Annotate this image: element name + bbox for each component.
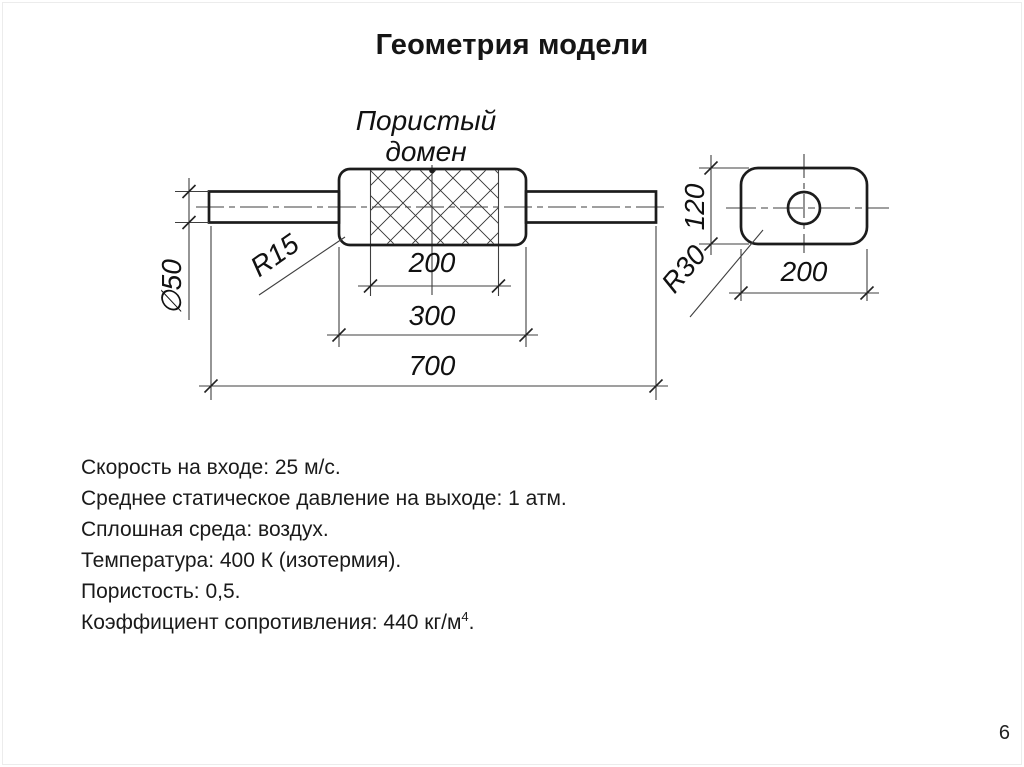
dim-label-section-width: 200 bbox=[780, 256, 828, 287]
param-outlet-pressure: Среднее статическое давление на выходе: … bbox=[81, 487, 567, 510]
dim-body-fillet: R15 bbox=[245, 228, 346, 296]
dim-label-pipe-diameter: ∅50 bbox=[156, 259, 187, 315]
param-inlet-velocity: Скорость на входе: 25 м/с. bbox=[81, 456, 341, 479]
porous-domain-label-line2: домен bbox=[385, 136, 466, 167]
param-porosity: Пористость: 0,5. bbox=[81, 580, 241, 603]
dim-porous-length: 200 bbox=[358, 247, 511, 294]
dim-body-length: 300 bbox=[327, 247, 538, 347]
dim-label-section-height: 120 bbox=[679, 183, 710, 230]
porous-domain-hatch bbox=[370, 170, 499, 244]
section-hole bbox=[786, 190, 822, 226]
slide-title: Геометрия модели bbox=[375, 29, 649, 61]
dim-section-fillet: R30 bbox=[655, 229, 764, 318]
section-outline bbox=[739, 166, 869, 246]
dim-label-body-length: 300 bbox=[409, 300, 456, 331]
dim-label-porous-length: 200 bbox=[408, 247, 456, 278]
superscript-exponent: 4 bbox=[461, 609, 469, 624]
body-outline bbox=[337, 167, 528, 247]
dim-section-width: 200 bbox=[729, 249, 879, 301]
param-resistance-coefficient: Коэффициент сопротивления: 440 кг/м4. bbox=[81, 609, 475, 634]
dim-label-body-fillet: R15 bbox=[245, 228, 305, 283]
param-fluid: Сплошная среда: воздух. bbox=[81, 518, 329, 541]
dim-section-height: 120 bbox=[679, 155, 749, 255]
dim-label-total-length: 700 bbox=[409, 350, 456, 381]
parameters-block: Скорость на входе: 25 м/с. Среднее стати… bbox=[81, 452, 567, 638]
dim-label-section-fillet: R30 bbox=[655, 239, 712, 299]
param-temperature: Температура: 400 К (изотермия). bbox=[81, 549, 402, 572]
geometry-drawing: ∅50 R15 200 300 bbox=[156, 105, 889, 400]
page-number: 6 bbox=[998, 722, 1010, 744]
dim-pipe-diameter: ∅50 bbox=[156, 178, 209, 320]
dim-total-length: 700 bbox=[199, 226, 668, 400]
porous-domain-label-line1: Пористый bbox=[356, 105, 497, 136]
